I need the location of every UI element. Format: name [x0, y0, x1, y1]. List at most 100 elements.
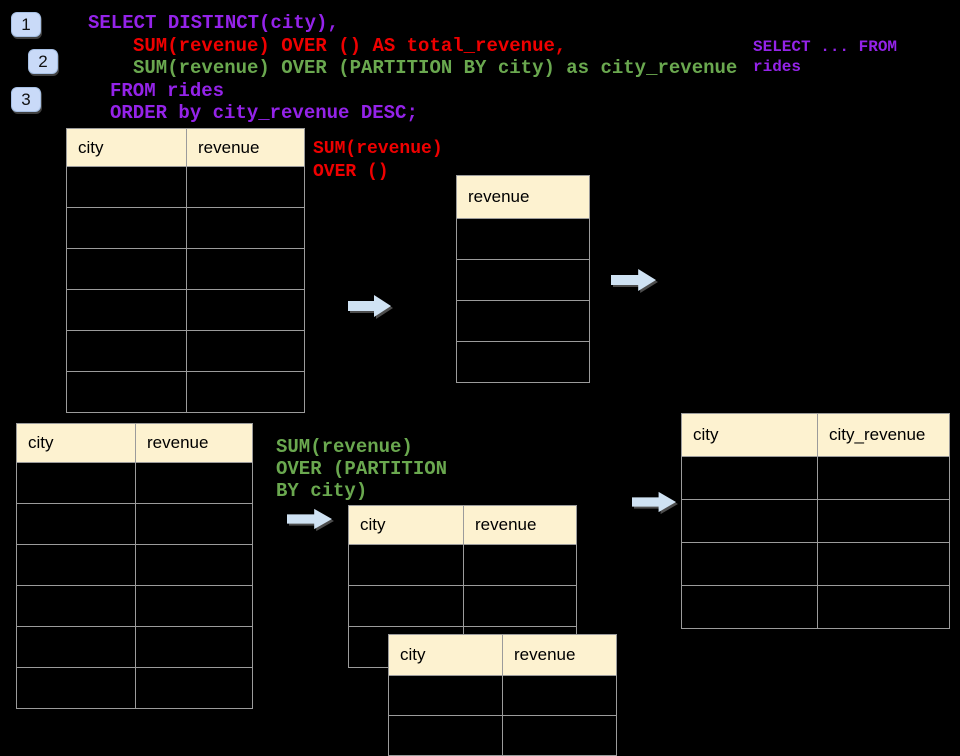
column-header-revenue: revenue [186, 128, 305, 167]
empty-cell [186, 330, 305, 372]
column-header-revenue: revenue [135, 423, 253, 463]
header-row: revenue [456, 175, 590, 219]
column-header-city: city [16, 423, 136, 463]
empty-cell [66, 207, 187, 249]
flow-arrow-right-icon [611, 269, 656, 291]
empty-cell [388, 675, 503, 716]
step-badge-3: 3 [11, 87, 41, 112]
empty-row [66, 371, 305, 413]
empty-cell [135, 503, 253, 545]
note-line-2: rides [753, 58, 802, 76]
column-header-revenue: revenue [456, 175, 590, 219]
header-row: city revenue [388, 634, 617, 676]
empty-cell [135, 667, 253, 709]
empty-row [16, 585, 253, 627]
flow-arrow-right-icon [348, 295, 391, 317]
sql-line-sum-partition: SUM(revenue) OVER (PARTITION BY city) as… [133, 57, 738, 79]
empty-cell [135, 585, 253, 627]
empty-cell [456, 218, 590, 260]
header-row: city revenue [66, 128, 305, 167]
empty-cell [66, 371, 187, 413]
slide-canvas: 1 2 3 SELECT DISTINCT(city), SUM(revenue… [11, 12, 950, 756]
empty-row [388, 715, 617, 756]
empty-row [456, 218, 590, 260]
empty-cell [16, 667, 136, 709]
empty-cell [388, 715, 503, 756]
sql-context-note: SELECT ... FROM rides [753, 37, 897, 77]
header-row: city city_revenue [681, 413, 950, 457]
empty-cell [135, 544, 253, 586]
empty-row [16, 626, 253, 668]
header-row: city revenue [16, 423, 253, 463]
empty-cell [186, 371, 305, 413]
empty-cell [66, 330, 187, 372]
flow-arrow-right-icon [287, 508, 332, 530]
column-header-city-revenue: city_revenue [817, 413, 950, 457]
empty-row [348, 585, 577, 627]
empty-cell [16, 544, 136, 586]
empty-row [66, 289, 305, 331]
table-source-bottom: city revenue [16, 423, 253, 709]
empty-row [456, 300, 590, 342]
annotation-line: OVER (PARTITION [276, 458, 448, 480]
empty-cell [348, 585, 464, 627]
empty-row [348, 544, 577, 586]
empty-row [681, 585, 950, 629]
table-partition-front: city revenue [388, 634, 617, 756]
empty-row [681, 456, 950, 500]
step-badge-1: 1 [11, 12, 41, 37]
empty-cell [348, 544, 464, 586]
note-line-1: SELECT ... FROM [753, 38, 898, 56]
empty-cell [463, 544, 577, 586]
empty-cell [463, 585, 577, 627]
empty-cell [502, 675, 617, 716]
column-header-revenue: revenue [502, 634, 617, 676]
table-total-revenue-result: revenue [456, 175, 590, 383]
sql-line-order-by: ORDER by city_revenue DESC; [110, 102, 418, 124]
empty-cell [16, 626, 136, 668]
empty-cell [135, 462, 253, 504]
empty-cell [681, 542, 818, 586]
empty-row [16, 667, 253, 709]
empty-cell [817, 542, 950, 586]
empty-cell [66, 248, 187, 290]
empty-cell [817, 456, 950, 500]
empty-cell [456, 341, 590, 383]
empty-cell [681, 456, 818, 500]
column-header-city: city [348, 505, 464, 545]
empty-cell [16, 462, 136, 504]
empty-cell [16, 585, 136, 627]
annotation-line: SUM(revenue) [313, 139, 443, 159]
empty-row [66, 330, 305, 372]
sql-line-from: FROM rides [110, 80, 225, 102]
empty-cell [186, 166, 305, 208]
annotation-line: SUM(revenue) [276, 436, 413, 458]
empty-cell [456, 300, 590, 342]
empty-cell [186, 289, 305, 331]
empty-cell [456, 259, 590, 301]
flow-arrow-right-icon [632, 491, 676, 513]
empty-cell [186, 248, 305, 290]
empty-cell [66, 166, 187, 208]
empty-row [66, 166, 305, 208]
empty-cell [66, 289, 187, 331]
empty-cell [502, 715, 617, 756]
header-row: city revenue [348, 505, 577, 545]
step-badge-2: 2 [28, 49, 58, 74]
annotation-line: OVER () [313, 162, 389, 182]
empty-row [66, 248, 305, 290]
empty-row [388, 675, 617, 716]
empty-row [681, 542, 950, 586]
sql-line-sum-over: SUM(revenue) OVER () AS total_revenue, [133, 35, 567, 57]
empty-cell [16, 503, 136, 545]
empty-row [456, 259, 590, 301]
column-header-city: city [388, 634, 503, 676]
empty-cell [681, 499, 818, 543]
column-header-city: city [66, 128, 187, 167]
empty-cell [817, 585, 950, 629]
empty-row [66, 207, 305, 249]
empty-cell [135, 626, 253, 668]
sql-line-select: SELECT DISTINCT(city), [88, 12, 339, 34]
empty-cell [186, 207, 305, 249]
empty-row [681, 499, 950, 543]
